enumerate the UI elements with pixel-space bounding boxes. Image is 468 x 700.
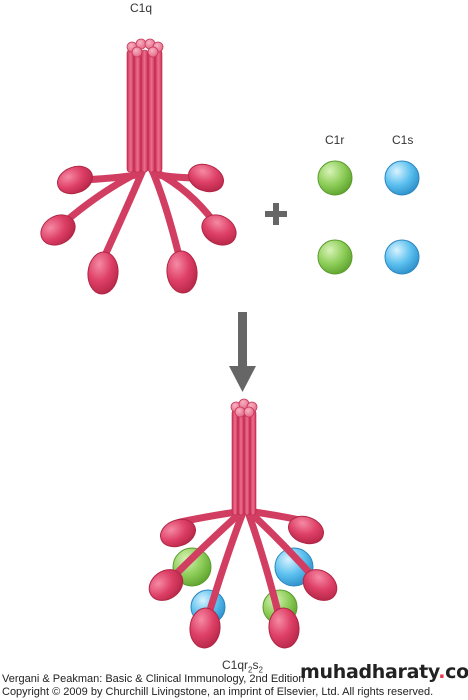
complex-head [148,569,184,601]
complex-label-mid: s [252,658,259,672]
c1q-head [201,214,237,246]
complex-heads [148,515,338,649]
complex-head [268,607,300,649]
caption-line-1: Vergani & Peakman: Basic & Clinical Immu… [2,673,305,685]
complex-label-prefix: C1qr [222,658,249,672]
c1q-arm [98,166,147,266]
complex-label-sub2: 2 [258,665,263,675]
caption-line-2: Copyright © 2009 by Churchill Livingston… [2,686,434,698]
c1q-label: C1q [130,1,153,15]
c1q-arm [61,168,143,226]
plus-sign [265,203,287,225]
c1q-head [57,165,93,195]
c1q-heads [40,163,237,295]
bound-c1r-sphere [172,547,212,587]
complex-arm [245,511,284,624]
c1q-cap [126,38,164,58]
complex-head [288,515,324,545]
complex-head [160,518,196,548]
down-arrow-icon [229,312,256,392]
c1s-sphere [384,160,420,196]
c1s-label: C1s [392,133,414,147]
c1r-label: C1r [325,133,345,147]
complex-label-sub1: 2 [248,665,253,675]
c1s-sphere [384,239,420,275]
c1s-spheres [384,160,420,275]
c1r-sphere [317,239,353,275]
complex-head [189,607,221,649]
bound-c1s-sphere [274,547,314,587]
watermark-post: com [445,661,468,683]
c1q-stalk [126,49,163,173]
c1qr2s2-label: C1qr2s2 [222,658,263,674]
watermark: muhadharaty.com [300,661,468,683]
complex-arm [203,511,246,624]
c1q-molecule [40,38,237,295]
c1q-head [40,214,76,246]
c1qr2s2-complex [148,398,338,649]
watermark-dot: . [438,661,446,683]
c1r-sphere [317,160,353,196]
complex-cap [230,398,258,418]
c1r-spheres [317,160,353,275]
complex-head [302,569,338,601]
c1q-head [188,163,224,193]
complex-stalk [231,409,257,516]
watermark-pre: muhadharaty [300,661,439,683]
c1q-head [166,250,198,294]
c1q-head [87,251,119,295]
